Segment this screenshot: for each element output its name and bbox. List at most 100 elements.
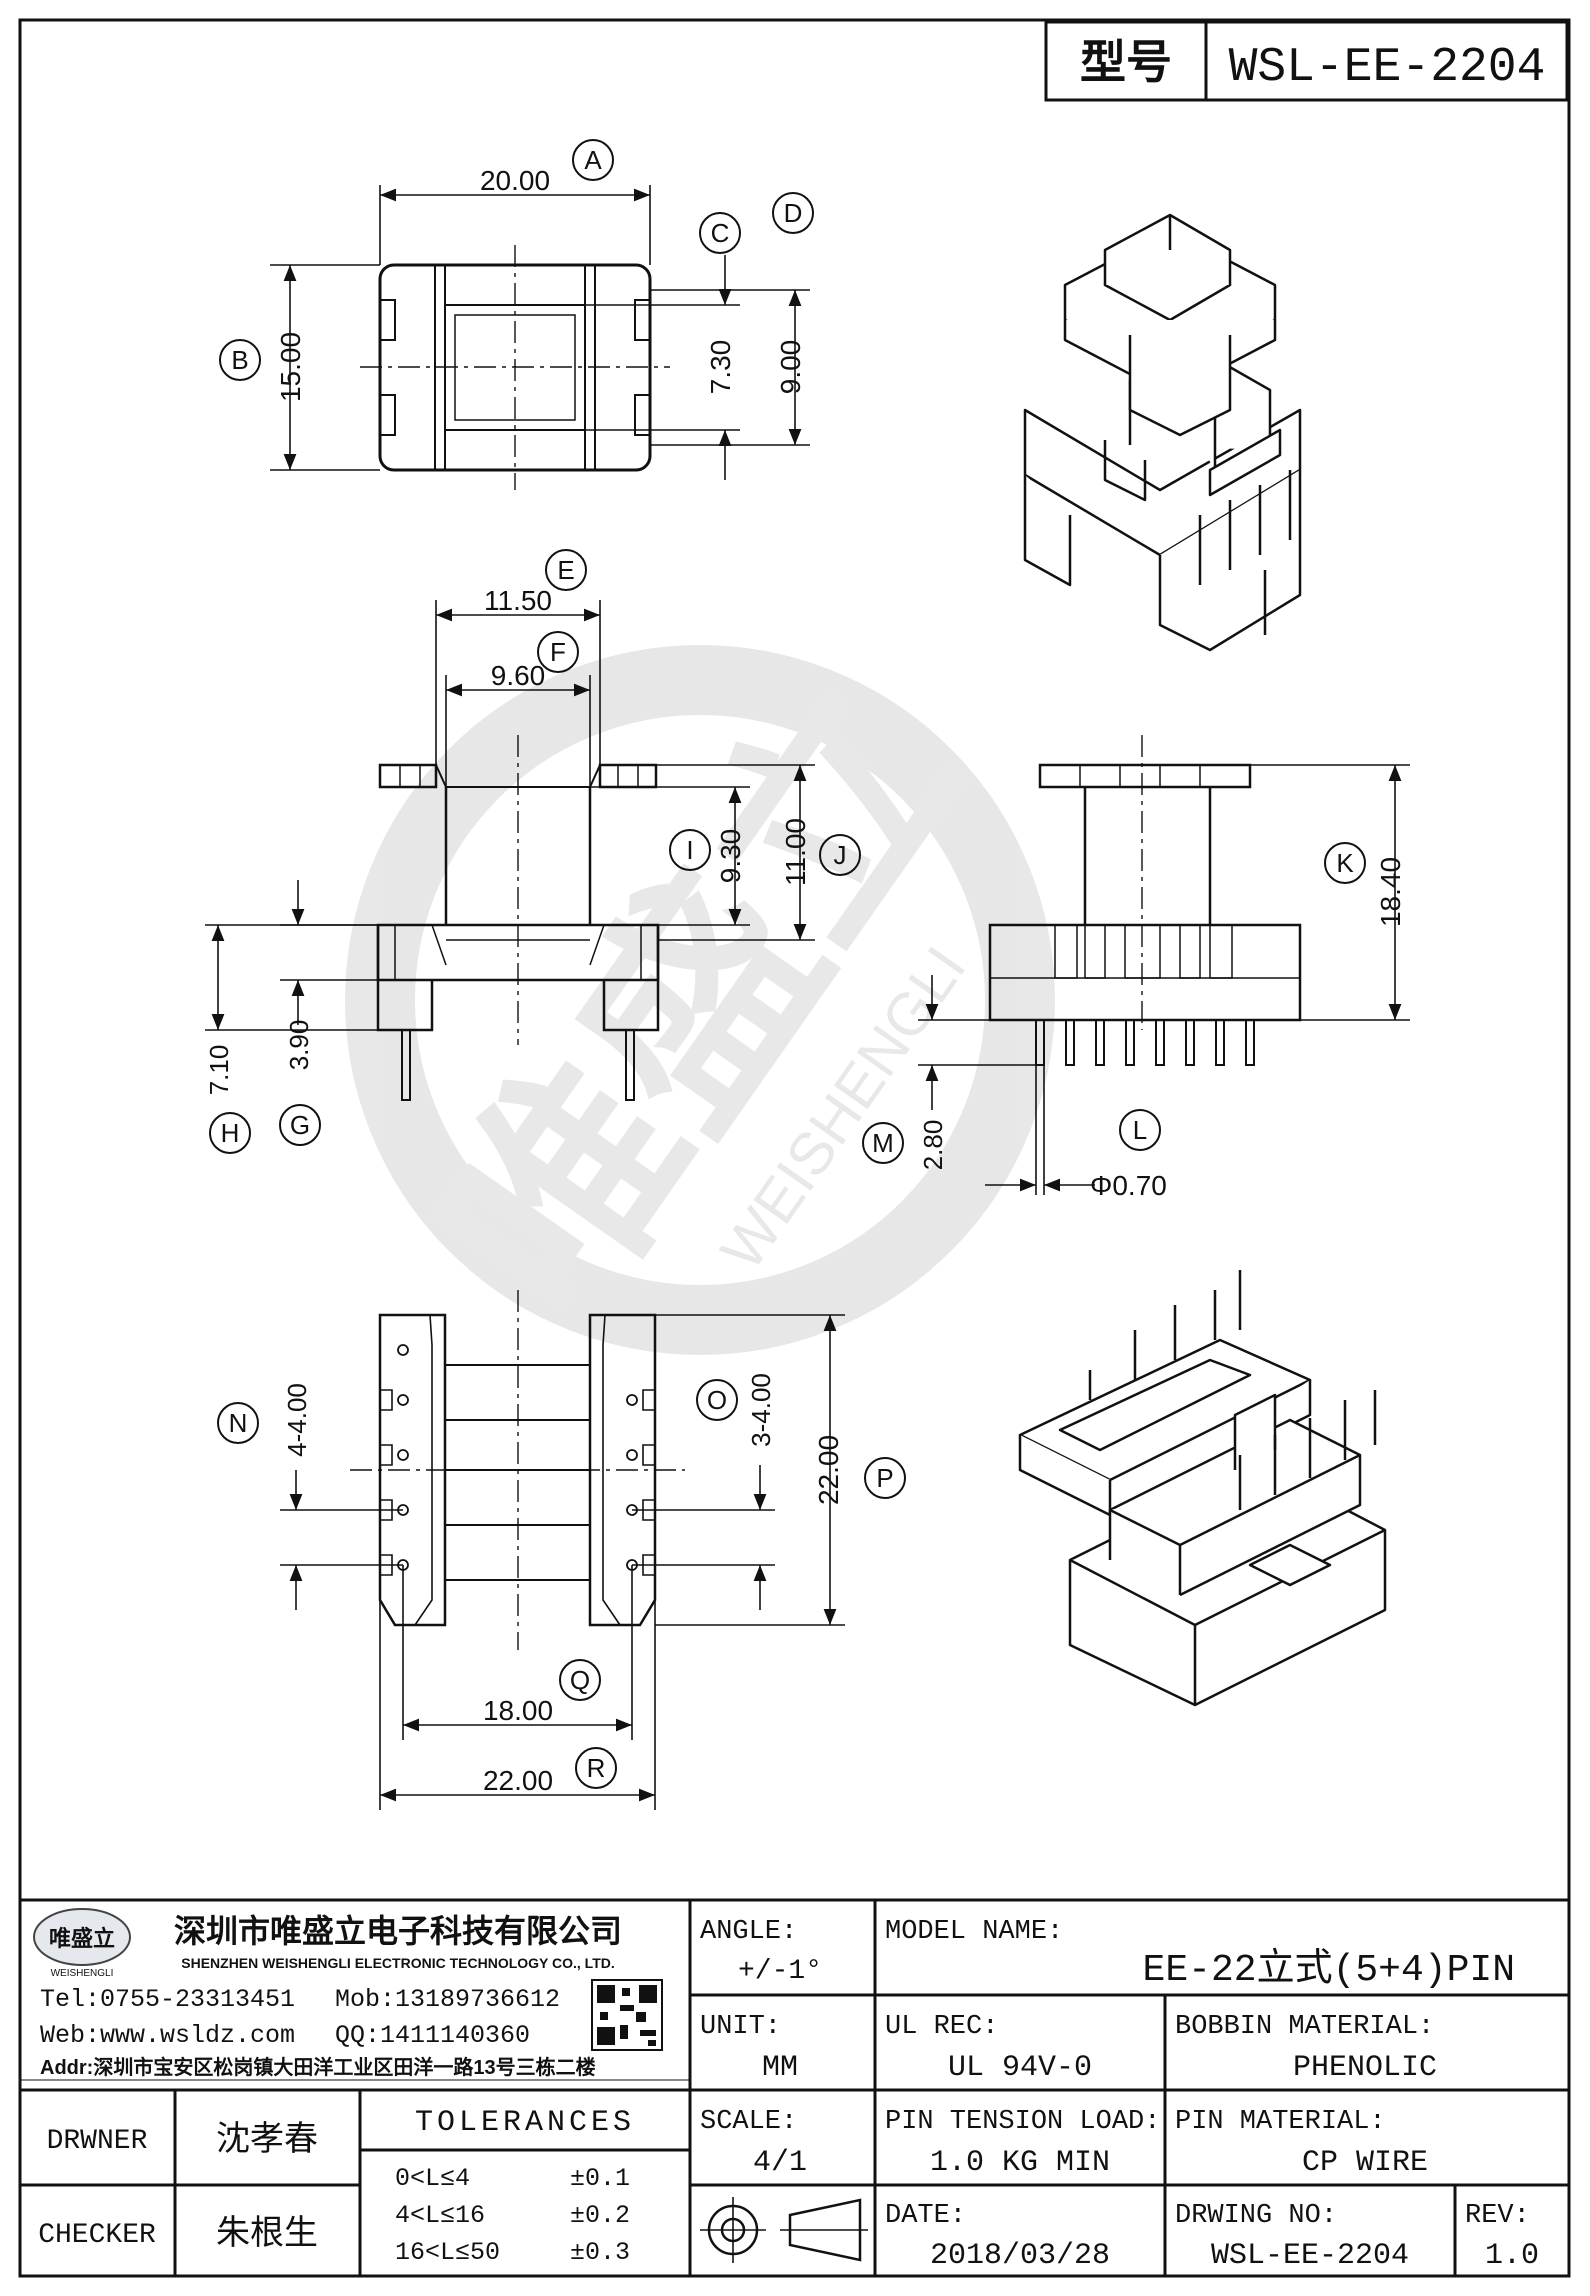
- dim-a-value: 20.00: [480, 165, 550, 196]
- letter-i: I: [669, 829, 711, 871]
- checker-value: 朱根生: [216, 2214, 318, 2252]
- svg-text:R: R: [587, 1753, 606, 1783]
- letter-d: D: [772, 192, 814, 234]
- dim-q-value: 18.00: [483, 1695, 553, 1726]
- front-view: 11.50 9.60 9.30 11.00 3.90 7.10: [204, 585, 815, 1101]
- svg-text:A: A: [584, 145, 602, 175]
- unit-value: MM: [762, 2051, 798, 2085]
- svg-text:D: D: [784, 198, 803, 228]
- svg-text:唯盛立: 唯盛立: [49, 1926, 115, 1951]
- letter-j: J: [819, 834, 861, 876]
- qr-code: [591, 1979, 663, 2051]
- top-view: 20.00 15.00 7.30 9.00: [270, 165, 810, 490]
- svg-text:Q: Q: [570, 1665, 590, 1695]
- letter-h: H: [209, 1112, 251, 1154]
- date-label: DATE:: [885, 2201, 966, 2231]
- dim-c-value: 7.30: [705, 340, 736, 395]
- dim-e-value: 11.50: [484, 585, 552, 616]
- projection-symbol-icon: [700, 2197, 868, 2263]
- svg-text:O: O: [707, 1385, 727, 1415]
- tol-range-3: 16<L≤50: [395, 2238, 500, 2267]
- svg-text:E: E: [557, 555, 574, 585]
- letter-r: R: [575, 1747, 617, 1789]
- svg-text:G: G: [290, 1110, 310, 1140]
- drawing-no-label: DRWING NO:: [1175, 2201, 1337, 2231]
- isometric-view-top: [1023, 213, 1302, 652]
- dimension-letters: A B C D E F G H I J K L M N O P Q R: [209, 139, 1366, 1789]
- model-number: WSL-EE-2204: [1229, 41, 1546, 95]
- svg-text:N: N: [229, 1408, 248, 1438]
- dim-r-value: 22.00: [483, 1765, 553, 1796]
- tol-value-2: ±0.2: [570, 2201, 630, 2230]
- letter-f: F: [537, 631, 579, 673]
- tol-range-1: 0<L≤4: [395, 2164, 470, 2193]
- sheet-border: [18, 18, 1571, 2278]
- company-web: Web:www.wsldz.com: [40, 2021, 295, 2050]
- pin-material-value: CP WIRE: [1302, 2146, 1428, 2180]
- letter-k: K: [1324, 842, 1366, 884]
- watermark: 唯盛立 WEISHENGLI: [345, 644, 1055, 1357]
- letter-l: L: [1119, 1109, 1161, 1151]
- svg-text:C: C: [711, 218, 730, 248]
- pin-tension-label: PIN TENSION LOAD:: [885, 2107, 1160, 2137]
- side-view: 18.40 2.80 Φ0.70: [918, 735, 1410, 1201]
- dim-b-value: 15.00: [275, 332, 306, 402]
- svg-text:F: F: [550, 637, 566, 667]
- date-value: 2018/03/28: [930, 2239, 1110, 2273]
- letter-o: O: [696, 1379, 738, 1421]
- drawer-label: DRWNER: [47, 2126, 148, 2157]
- svg-text:M: M: [872, 1128, 894, 1158]
- company-qq: QQ:1411140360: [335, 2021, 530, 2050]
- svg-text:K: K: [1336, 848, 1354, 878]
- model-name-label: MODEL NAME:: [885, 1917, 1063, 1947]
- company-address: Addr:深圳市宝安区松岗镇大田洋工业区田洋一路13号三栋二楼: [40, 2055, 596, 2079]
- dim-d-value: 9.00: [775, 340, 806, 395]
- letter-m: M: [862, 1122, 904, 1164]
- angle-label: ANGLE:: [700, 1917, 797, 1947]
- dim-f-value: 9.60: [491, 660, 546, 691]
- letter-n: N: [217, 1402, 259, 1444]
- letter-p: P: [864, 1457, 906, 1499]
- svg-text:H: H: [221, 1118, 240, 1148]
- letter-c: C: [699, 212, 741, 254]
- rev-label: REV:: [1465, 2201, 1530, 2231]
- title-block: 唯盛立 WEISHENGLI 深圳市唯盛立电子科技有限公司 SHENZHEN W…: [20, 1898, 1569, 2276]
- angle-value: +/-1°: [738, 1956, 822, 1987]
- svg-text:WEISHENGLI: WEISHENGLI: [51, 1968, 114, 1979]
- dim-g-value: 3.90: [284, 1020, 314, 1071]
- bottom-view: 4-4.00 3-4.00 22.00 18.00 22.00: [280, 1290, 845, 1810]
- dim-l-value: Φ0.70: [1090, 1170, 1167, 1201]
- svg-text:J: J: [834, 840, 847, 870]
- tol-value-1: ±0.1: [570, 2164, 630, 2193]
- isometric-view-bottom: [1018, 1270, 1387, 1707]
- dim-p-value: 22.00: [813, 1435, 844, 1505]
- model-label: 型号: [1080, 36, 1172, 88]
- side-view-pins: [1035, 1019, 1255, 1066]
- svg-text:L: L: [1133, 1115, 1147, 1145]
- tolerances-label: TOLERANCES: [415, 2106, 635, 2140]
- rev-value: 1.0: [1485, 2239, 1539, 2273]
- scale-value: 4/1: [753, 2146, 807, 2180]
- company-mob: Mob:13189736612: [335, 1985, 560, 2014]
- model-name-value: EE-22立式(5+4)PIN: [1143, 1947, 1515, 1992]
- ul-rec-label: UL REC:: [885, 2012, 998, 2042]
- dim-h-value: 7.10: [204, 1045, 234, 1096]
- unit-label: UNIT:: [700, 2012, 781, 2042]
- company-name-cn: 深圳市唯盛立电子科技有限公司: [174, 1913, 622, 1949]
- letter-b: B: [219, 339, 261, 381]
- model-header: 型号 WSL-EE-2204: [1044, 20, 1569, 102]
- bobbin-material-value: PHENOLIC: [1293, 2051, 1437, 2085]
- tol-range-2: 4<L≤16: [395, 2201, 485, 2230]
- dim-o-value: 3-4.00: [746, 1373, 776, 1447]
- letter-a: A: [572, 139, 614, 181]
- svg-text:B: B: [231, 345, 248, 375]
- dim-n-value: 4-4.00: [282, 1383, 312, 1457]
- bobbin-material-label: BOBBIN MATERIAL:: [1175, 2012, 1434, 2042]
- pin-tension-value: 1.0 KG MIN: [930, 2146, 1110, 2180]
- dim-j-value: 11.00: [780, 818, 811, 886]
- dim-m-value: 2.80: [918, 1120, 948, 1171]
- pin-material-label: PIN MATERIAL:: [1175, 2107, 1386, 2137]
- tol-value-3: ±0.3: [570, 2238, 630, 2267]
- scale-label: SCALE:: [700, 2107, 797, 2137]
